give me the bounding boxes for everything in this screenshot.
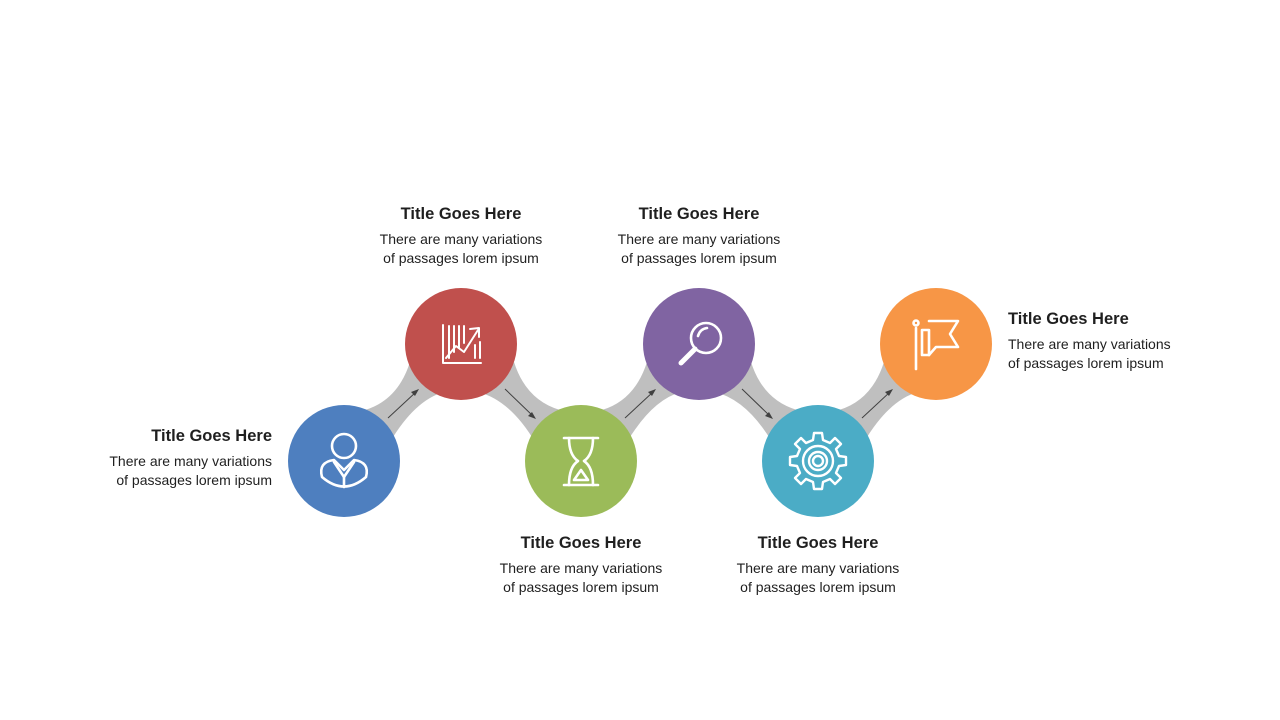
step-3-text: Title Goes Here There are many variation… [451,533,711,597]
step-1-desc-line-1: There are many variations [109,453,272,469]
step-3-desc-line-2: of passages lorem ipsum [503,579,659,595]
step-4-description: There are many variations of passages lo… [569,230,829,268]
step-2-description: There are many variations of passages lo… [331,230,591,268]
step-5-circle [762,405,874,517]
step-5-description: There are many variations of passages lo… [688,559,948,597]
step-3-circle [525,405,637,517]
gear-icon [788,431,848,491]
step-5-title: Title Goes Here [757,534,879,552]
arrows [387,388,893,419]
chart-growth-icon [442,324,482,364]
step-3-desc-line-1: There are many variations [499,560,663,576]
arrow-5 [861,389,893,419]
flag-icon [912,319,960,371]
step-3-description: There are many variations of passages lo… [451,559,711,597]
step-4-desc-line-1: There are many variations [617,231,781,247]
step-5-desc-line-2: of passages lorem ipsum [740,579,896,595]
step-6-description: There are many variations of passages lo… [1008,335,1268,373]
step-4-text: Title Goes Here There are many variation… [569,204,829,268]
step-2-desc-line-1: There are many variations [379,231,543,247]
arrow-1 [387,389,419,419]
magnifier-icon [678,321,723,366]
user-icon [319,432,369,489]
step-3-title: Title Goes Here [520,534,642,552]
step-5-desc-line-1: There are many variations [736,560,900,576]
step-6-circle [880,288,992,400]
hourglass-icon [562,436,600,487]
arrow-3 [624,389,656,419]
step-6-desc-line-2: of passages lorem ipsum [1008,355,1164,371]
step-2-desc-line-2: of passages lorem ipsum [383,250,539,266]
step-6-text: Title Goes Here There are many variation… [1008,309,1268,373]
step-2-circle [405,288,517,400]
step-1-circle [288,405,400,517]
step-6-desc-line-1: There are many variations [1008,336,1171,352]
step-1-description: There are many variations of passages lo… [12,452,272,490]
step-2-title: Title Goes Here [400,205,522,223]
step-1-desc-line-2: of passages lorem ipsum [116,472,272,488]
step-4-desc-line-2: of passages lorem ipsum [621,250,777,266]
step-4-title: Title Goes Here [638,205,760,223]
step-1-title: Title Goes Here [151,427,272,445]
step-6-title: Title Goes Here [1008,310,1129,328]
step-5-text: Title Goes Here There are many variation… [688,533,948,597]
step-1-text: Title Goes Here There are many variation… [12,426,272,490]
arrow-2 [504,388,536,419]
step-2-text: Title Goes Here There are many variation… [331,204,591,268]
arrow-4 [741,388,773,419]
step-4-circle [643,288,755,400]
